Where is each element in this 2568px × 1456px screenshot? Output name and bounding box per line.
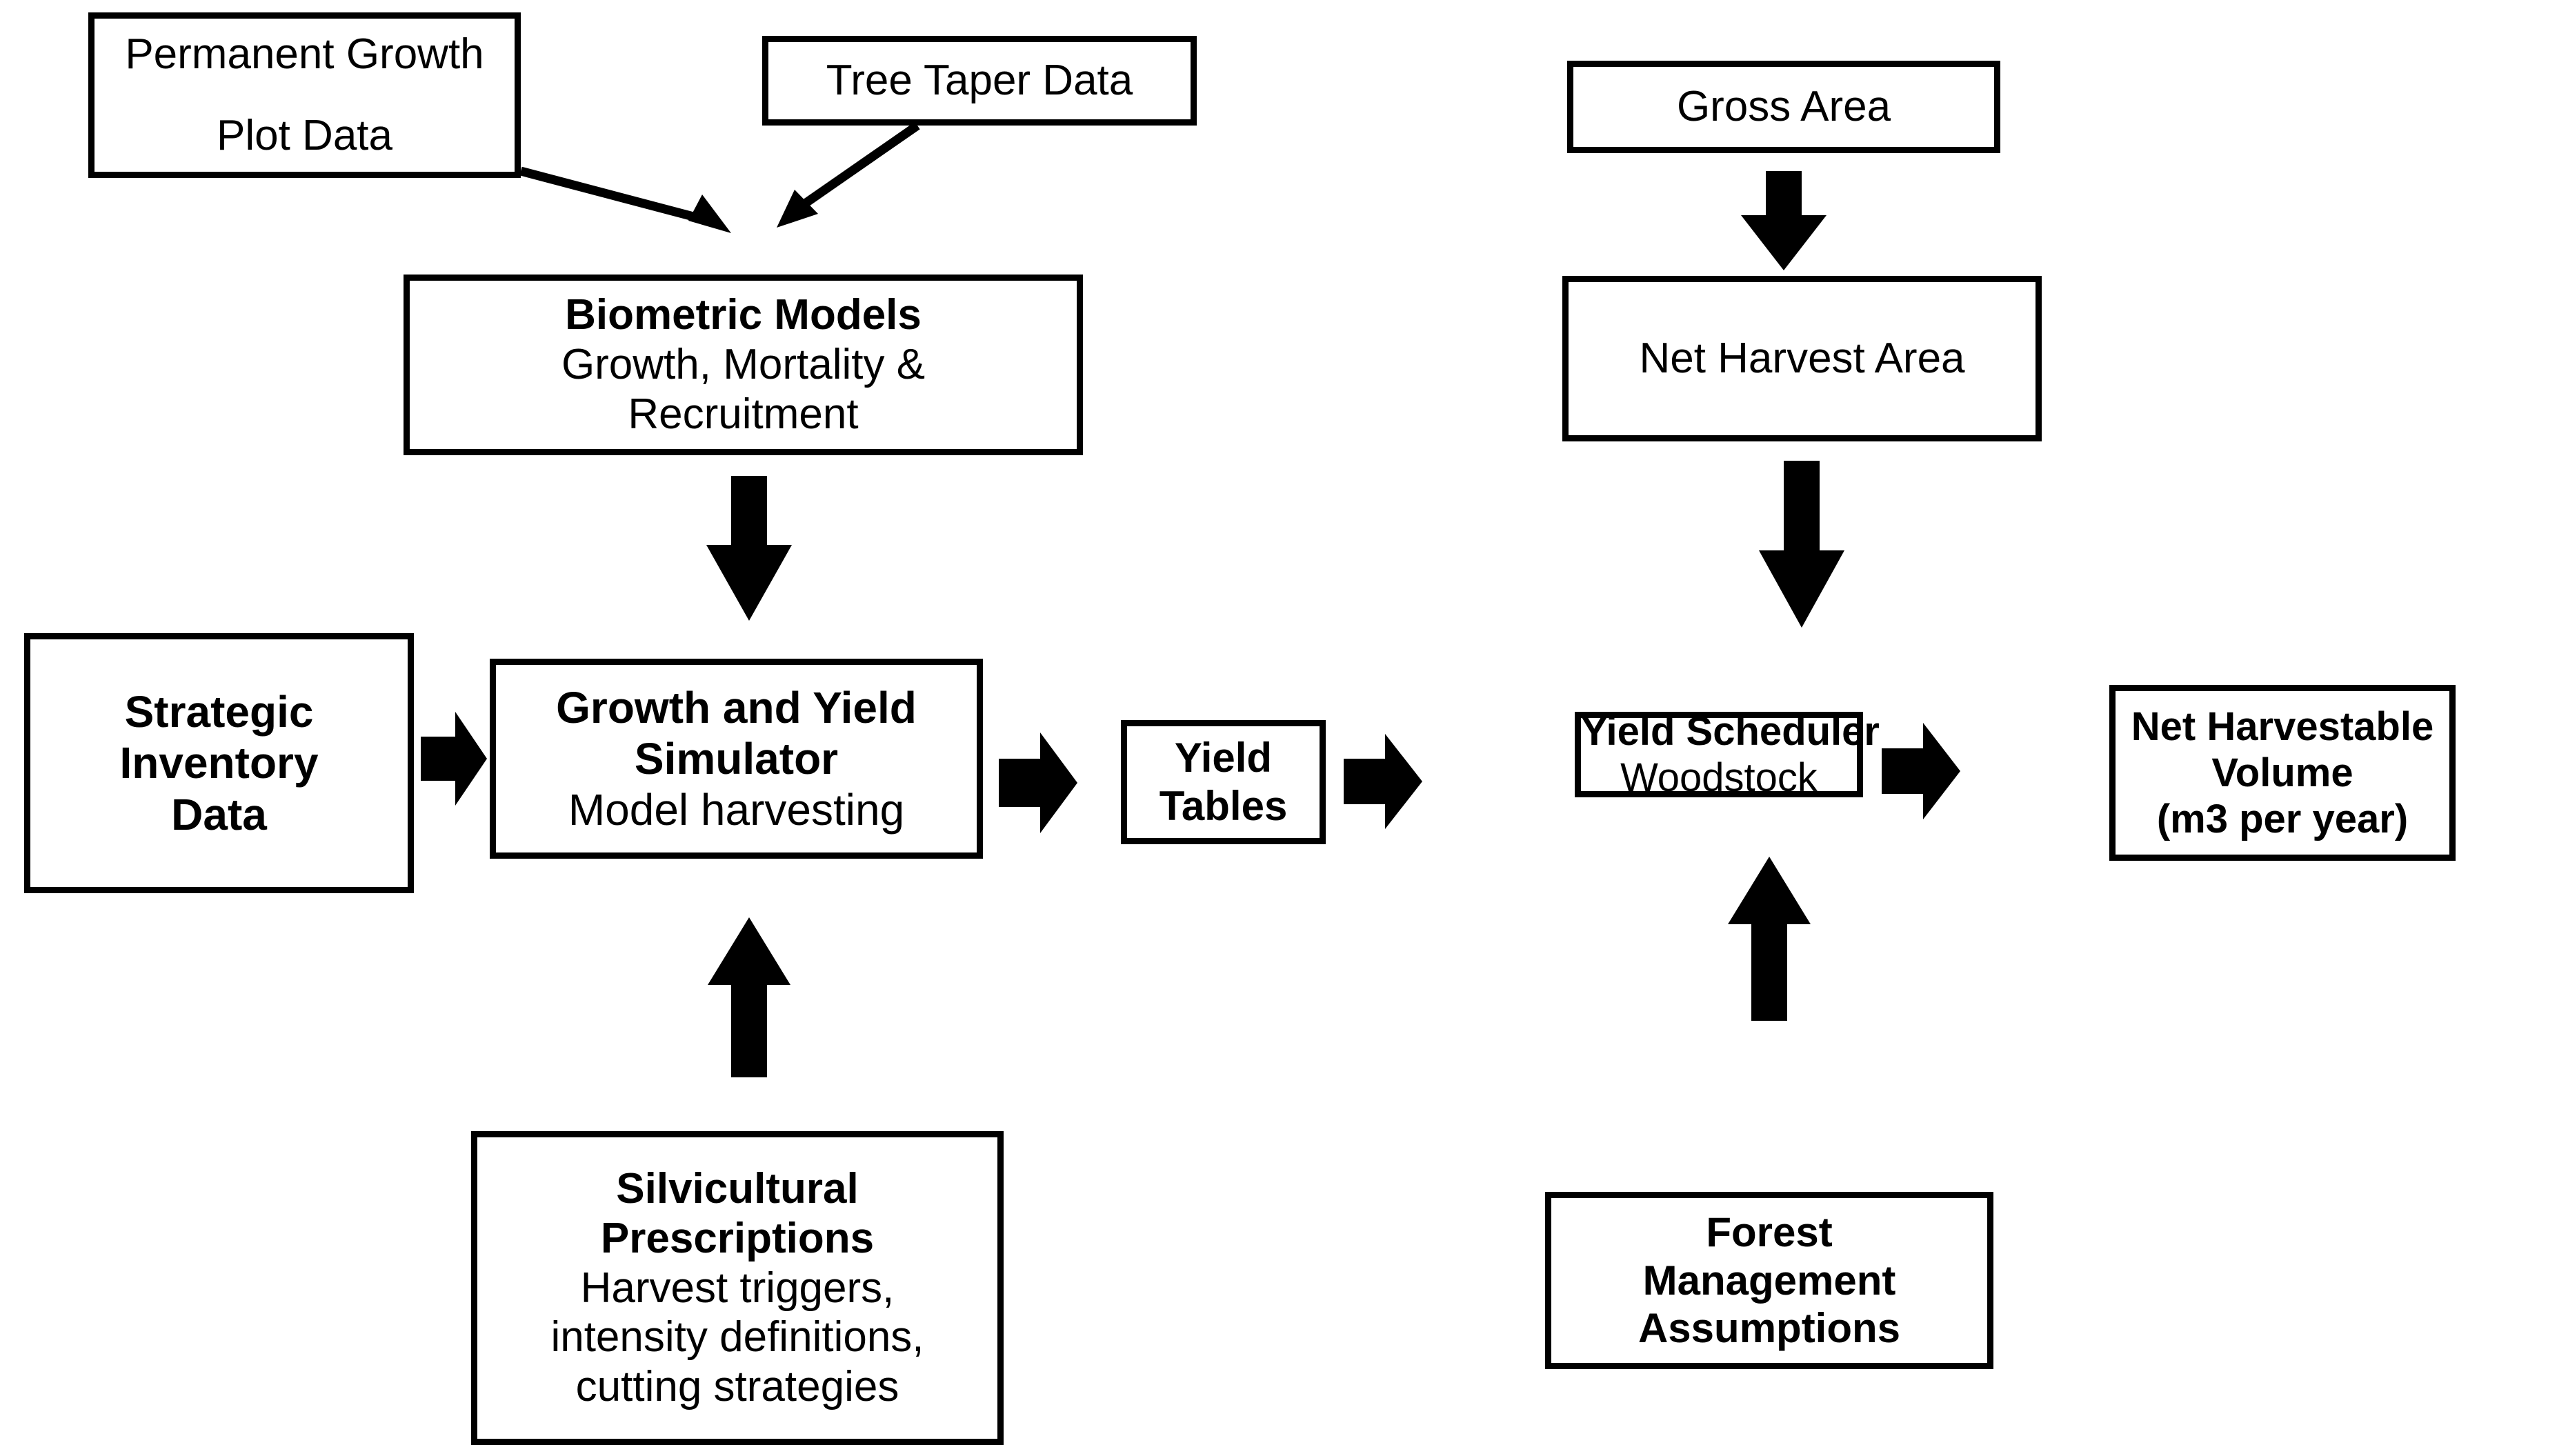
connector-taper-data-to-biometric-models	[777, 121, 920, 228]
node-line: cutting strategies	[575, 1363, 899, 1411]
node-line: Growth, Mortality &	[561, 341, 926, 389]
node-tree-taper-data[interactable]: Tree Taper Data	[762, 36, 1197, 126]
node-title: Forest	[1706, 1209, 1833, 1256]
node-line: Assumptions	[1638, 1305, 1901, 1352]
connector-yield-tables-to-scheduler	[1344, 734, 1422, 829]
node-net-harvest-area[interactable]: Net Harvest Area	[1562, 276, 2042, 441]
connector-scheduler-to-net-volume	[1882, 723, 1960, 819]
node-line: Gross Area	[1676, 83, 1891, 131]
node-title: Yield	[1174, 735, 1273, 781]
node-growth-and-yield-simulator[interactable]: Growth and Yield Simulator Model harvest…	[490, 659, 983, 859]
node-line: intensity definitions,	[550, 1313, 924, 1362]
connector-net-harvest-area-to-scheduler	[1759, 461, 1844, 628]
connector-assumptions-to-scheduler	[1728, 857, 1811, 1021]
node-title: Yield Scheduler	[1581, 708, 1880, 754]
node-title: Growth and Yield	[556, 682, 917, 732]
node-line: Simulator	[634, 733, 839, 784]
node-forest-management-assumptions[interactable]: Forest Management Assumptions	[1545, 1192, 1993, 1369]
connector-prescriptions-to-simulator	[708, 917, 790, 1077]
connector-biometric-models-to-simulator	[706, 476, 792, 621]
node-line: Plot Data	[216, 112, 393, 159]
node-yield-tables[interactable]: Yield Tables	[1121, 720, 1326, 844]
node-line: Permanent Growth	[125, 30, 484, 79]
connector-gross-area-to-net-harvest-area	[1741, 171, 1827, 270]
node-title: Net Harvestable	[2131, 704, 2434, 749]
node-line: Harvest triggers,	[580, 1264, 895, 1312]
node-gross-area[interactable]: Gross Area	[1567, 61, 2000, 153]
node-title: Biometric Models	[565, 291, 922, 339]
node-silvicultural-prescriptions[interactable]: Silvicultural Prescriptions Harvest trig…	[471, 1131, 1004, 1445]
node-line: Volume	[2211, 750, 2353, 795]
node-line: Prescriptions	[600, 1214, 875, 1262]
connector-inventory-to-simulator	[421, 712, 487, 806]
node-line: Inventory	[119, 738, 319, 788]
connector-plot-data-to-biometric-models	[519, 166, 731, 233]
node-strategic-inventory-data[interactable]: Strategic Inventory Data	[24, 633, 414, 893]
node-net-harvestable-volume[interactable]: Net Harvestable Volume (m3 per year)	[2109, 685, 2456, 861]
node-biometric-models[interactable]: Biometric Models Growth, Mortality & Rec…	[404, 275, 1083, 455]
connector-simulator-to-yield-tables	[999, 732, 1077, 833]
node-line: Data	[171, 789, 267, 839]
node-line: Management	[1642, 1257, 1896, 1304]
node-line: Recruitment	[628, 390, 859, 438]
node-yield-scheduler[interactable]: Yield Scheduler Woodstock	[1575, 709, 1880, 800]
node-line: Tree Taper Data	[826, 57, 1133, 105]
node-permanent-growth-plot-data[interactable]: Permanent Growth Plot Data	[88, 12, 521, 178]
node-line: (m3 per year)	[2156, 797, 2409, 842]
node-line: Net Harvest Area	[1639, 335, 1965, 383]
node-title: Strategic	[124, 687, 314, 737]
node-line: Model harvesting	[568, 785, 905, 835]
node-title: Silvicultural	[616, 1164, 859, 1213]
node-line: Woodstock	[1620, 755, 1818, 800]
node-line: Tables	[1159, 783, 1288, 829]
